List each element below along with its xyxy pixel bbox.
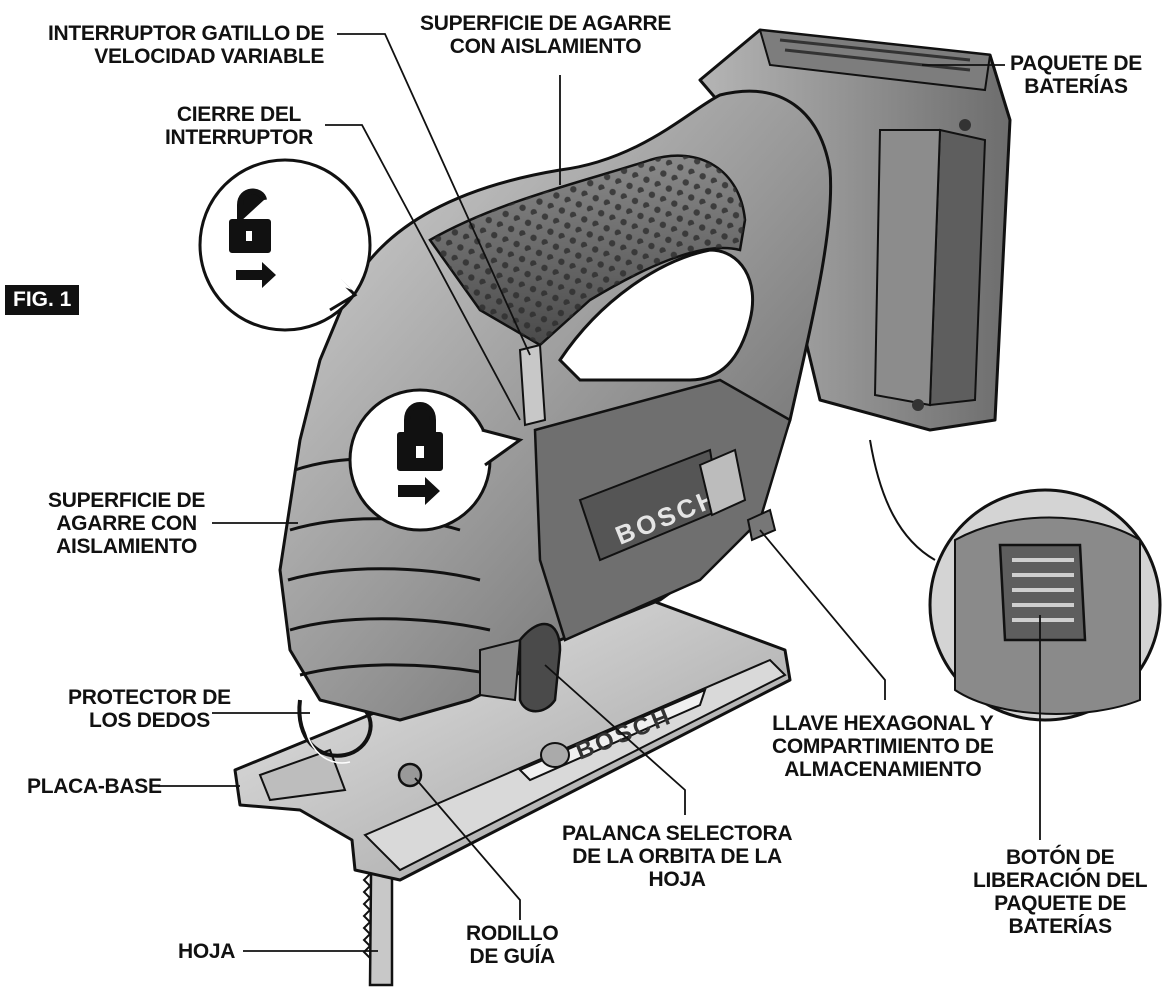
label-blade: HOJA [178, 940, 235, 963]
label-line: ALMACENAMIENTO [784, 758, 982, 781]
label-line: SUPERFICIE DE [48, 489, 206, 512]
label-line: DE GUÍA [469, 945, 555, 968]
label-line: SUPERFICIE DE AGARRE [420, 12, 672, 35]
label-line: PAQUETE DE [994, 892, 1127, 915]
label-line: HOJA [178, 940, 236, 963]
label-line: CON AISLAMIENTO [449, 35, 642, 58]
lock-callout [348, 388, 524, 532]
arrow-right-icon [236, 262, 276, 288]
label-line: DE LA ORBITA DE LA [572, 845, 782, 868]
label-line: CIERRE DEL [176, 103, 302, 126]
label-line: COMPARTIMIENTO DE [772, 735, 994, 758]
label-line: VELOCIDAD VARIABLE [94, 45, 325, 68]
label-line: RODILLO [466, 922, 559, 945]
label-line: INTERRUPTOR [165, 126, 313, 149]
label-line: BATERÍAS [1008, 915, 1112, 938]
arrow-right-icon [398, 477, 440, 505]
label-line: PALANCA SELECTORA [562, 822, 793, 845]
jigsaw-body-shape: BOSCH BOSCH [278, 89, 833, 788]
label-line: PAQUETE DE [1010, 52, 1142, 75]
label-base-plate: PLACA-BASE [27, 775, 162, 798]
figure-label: FIG. 1 [5, 285, 80, 315]
label-line: HOJA [648, 868, 706, 891]
leader-lines [158, 33, 1041, 952]
battery-release-zoom [869, 439, 1162, 722]
unlocked-padlock-icon [229, 188, 271, 253]
label-line: AGARRE CON [56, 512, 197, 535]
finger-guard-shape [297, 699, 373, 758]
label-line: INTERRUPTOR GATILLO DE [48, 22, 325, 45]
label-line: BOTÓN DE [1005, 846, 1115, 869]
label-line: LIBERACIÓN DEL [973, 869, 1148, 892]
label-line: AISLAMIENTO [56, 535, 198, 558]
label-line: LLAVE HEXAGONAL Y [772, 712, 994, 735]
locked-padlock-icon [397, 402, 443, 471]
label-line: PROTECTOR DE [68, 686, 231, 709]
label-line: BATERÍAS [1024, 75, 1128, 98]
label-line: PLACA-BASE [27, 775, 162, 798]
unlock-callout [198, 158, 372, 332]
label-line: LOS DEDOS [88, 709, 210, 732]
base-plate-shape [233, 598, 792, 882]
